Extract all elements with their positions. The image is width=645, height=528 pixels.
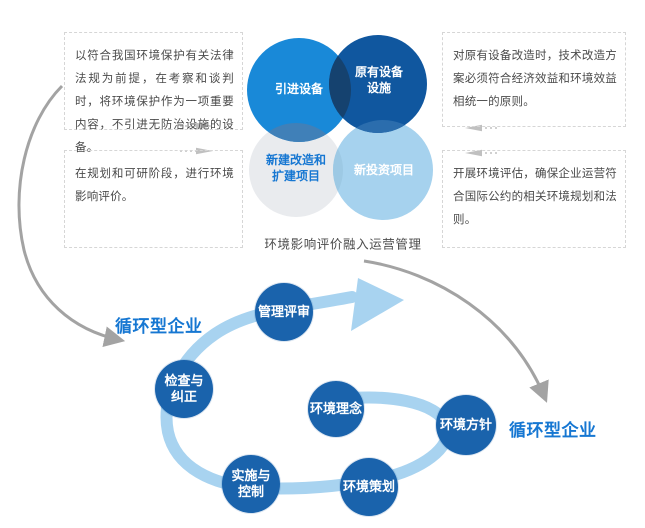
node-label-line: 控制 xyxy=(237,484,264,499)
note-box-right-top: 对原有设备改造时，技术改造方案必须符合经济效益和环境效益相统一的原则。 xyxy=(442,32,626,127)
venn-label-existing-equipment: 原有设备 设施 xyxy=(355,64,403,96)
circle-imported-equipment xyxy=(247,38,351,142)
connector-right-bottom-head xyxy=(465,149,482,157)
cycle-ring-arrowhead xyxy=(351,278,404,331)
connector-arrows xyxy=(180,122,498,157)
node-environment-policy: 环境方针 xyxy=(436,395,496,455)
venn-label-line: 原有设备 xyxy=(354,65,404,79)
circle-new-expansion xyxy=(249,123,343,217)
node-implement-and-control: 实施与 控制 xyxy=(222,455,280,513)
node-label-line: 环境方针 xyxy=(439,416,492,432)
right-curved-arrow xyxy=(363,259,549,403)
venn-label-imported-equipment: 引进设备 xyxy=(275,81,323,97)
circle-existing-equipment xyxy=(329,35,427,133)
connector-left-top-head xyxy=(196,122,213,130)
note-box-left-top: 以符合我国环境保护有关法律法规为前提，在考察和谈判时，将环境保护作为一项重要内容… xyxy=(64,32,243,154)
node-label-line: 环境策划 xyxy=(342,478,395,494)
cycle-label-left: 循环型企业 xyxy=(115,317,203,336)
connector-left-bottom-head xyxy=(196,147,213,155)
node-check-and-correct: 检查与 纠正 xyxy=(155,360,213,418)
venn-label-line: 扩建项目 xyxy=(271,169,321,183)
cycle-label-right: 循环型企业 xyxy=(509,421,597,440)
node-label-line: 检查与 xyxy=(164,372,204,388)
venn-label-line: 新建改造和 xyxy=(265,153,327,167)
venn-label-line: 新投资项目 xyxy=(353,163,415,177)
node-label-line: 环境理念 xyxy=(309,400,362,416)
venn-label-new-expansion: 新建改造和 扩建项目 xyxy=(266,152,326,184)
left-curved-arrow xyxy=(17,84,126,348)
circle-new-investment xyxy=(333,120,433,220)
venn-label-line: 设施 xyxy=(366,81,392,95)
note-box-left-bottom: 在规划和可研阶段，进行环境影响评价。 xyxy=(64,150,243,248)
node-environment-concept: 环境理念 xyxy=(308,381,364,437)
venn-label-new-investment: 新投资项目 xyxy=(354,162,414,178)
node-environment-planning: 环境策划 xyxy=(340,458,398,516)
venn-caption: 环境影响评价融入运营管理 xyxy=(264,237,422,252)
node-label-line: 纠正 xyxy=(170,389,197,404)
venn-label-line: 引进设备 xyxy=(274,82,324,96)
note-box-right-bottom: 开展环境评估，确保企业运营符合国际公约的相关环境规划和法则。 xyxy=(442,150,626,248)
node-management-review: 管理评审 xyxy=(255,283,313,341)
node-label-line: 实施与 xyxy=(231,467,271,483)
venn-group xyxy=(247,35,433,220)
node-label-line: 管理评审 xyxy=(257,303,310,319)
